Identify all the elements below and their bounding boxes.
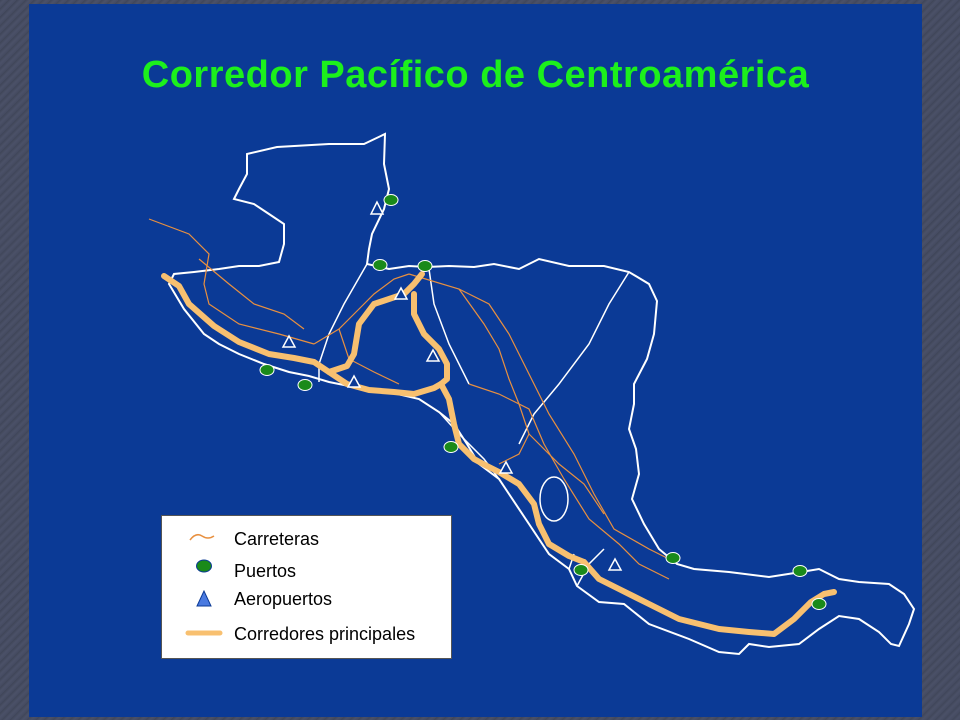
road [528,433,605,515]
port-icon [811,598,827,610]
road [458,288,530,465]
road [468,383,670,580]
port-icon [372,259,388,271]
airport-legend-icon [196,589,212,607]
airports [281,200,623,571]
legend-label-aeropuertos: Aeropuertos [234,589,333,609]
port-icon [665,552,681,564]
airport-icon [369,200,385,215]
road [198,258,305,330]
port-icon [383,194,399,206]
legend-label-carreteras: Carreteras [234,529,320,549]
airport-icon [607,557,623,571]
legend: Carreteras Puertos Aeropuertos Corredore… [161,515,452,659]
port-icon [417,260,433,272]
legend-label-corredores: Corredores principales [234,624,416,644]
road-line-icon [189,533,215,541]
legend-item-corredores: Corredores principales [162,620,451,646]
port-icon [259,364,275,376]
country-borders [167,132,916,656]
airport-icon [393,286,409,300]
airport-icon [498,460,514,474]
port-icon [792,565,808,577]
central-america-map [148,132,916,656]
ports [259,194,827,610]
roads [148,218,670,580]
road [313,273,410,345]
airport-icon [425,348,441,362]
legend-label-puertos: Puertos [234,561,297,581]
road [408,273,670,560]
airport-icon [281,334,297,348]
port-legend-icon [196,559,212,573]
corridor [161,273,444,397]
corridor-legend-icon [185,630,223,636]
port-icon [573,564,589,576]
port-icon [297,379,313,391]
slide: Corredor Pacífico de Centroamérica [29,4,922,717]
corridor [411,291,450,387]
legend-item-aeropuertos: Aeropuertos [162,588,451,614]
legend-item-puertos: Puertos [162,556,451,582]
interior-borders [318,263,630,587]
corridor [326,271,425,375]
legend-item-carreteras: Carreteras [162,526,451,552]
road [338,328,400,385]
corridor [438,381,587,565]
lake-nicaragua [539,476,569,522]
map-title: Corredor Pacífico de Centroamérica [141,54,810,96]
port-icon [443,441,459,453]
airport-icon [346,374,362,388]
road [148,218,315,345]
